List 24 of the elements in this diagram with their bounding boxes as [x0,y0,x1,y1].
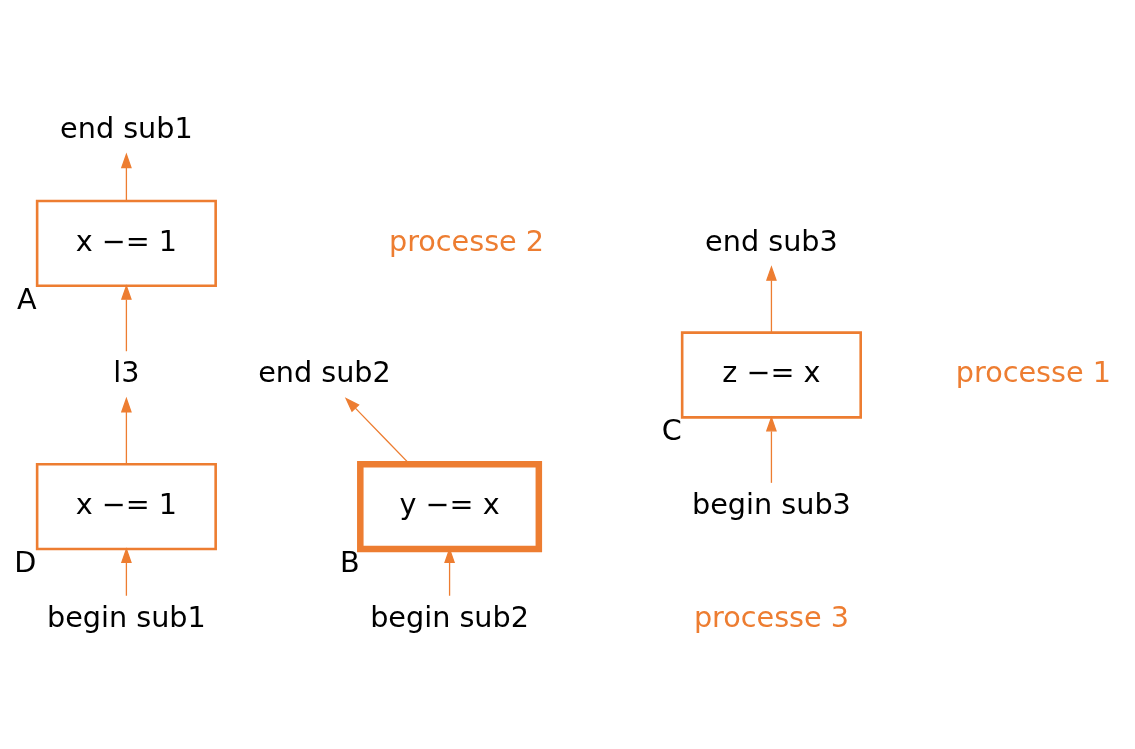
arrow [120,283,132,352]
node-box: z −= x [680,330,862,419]
label: processe 3 [693,599,849,634]
node-text: end sub1 [60,110,193,145]
node-text: begin sub1 [47,599,206,634]
node-text: end sub3 [705,223,838,258]
node-text: l3 [113,354,140,389]
node-label: D [14,544,37,579]
label: processe 1 [955,354,1111,389]
node-box: x −= 1 [35,199,217,287]
node-text: end sub2 [258,354,391,389]
arrow [120,152,132,201]
node-box: x −= 1 [35,462,217,550]
node-box: y −= x [357,460,543,552]
node-label: A [16,281,37,316]
node-text: begin sub3 [692,486,851,521]
arrow [765,264,777,333]
arrow [120,396,132,465]
node-label: B [340,544,360,579]
node-label: C [661,412,682,447]
arrow [765,415,777,483]
label: processe 2 [388,223,545,258]
arrow [120,546,132,596]
node-text: begin sub2 [370,599,529,634]
